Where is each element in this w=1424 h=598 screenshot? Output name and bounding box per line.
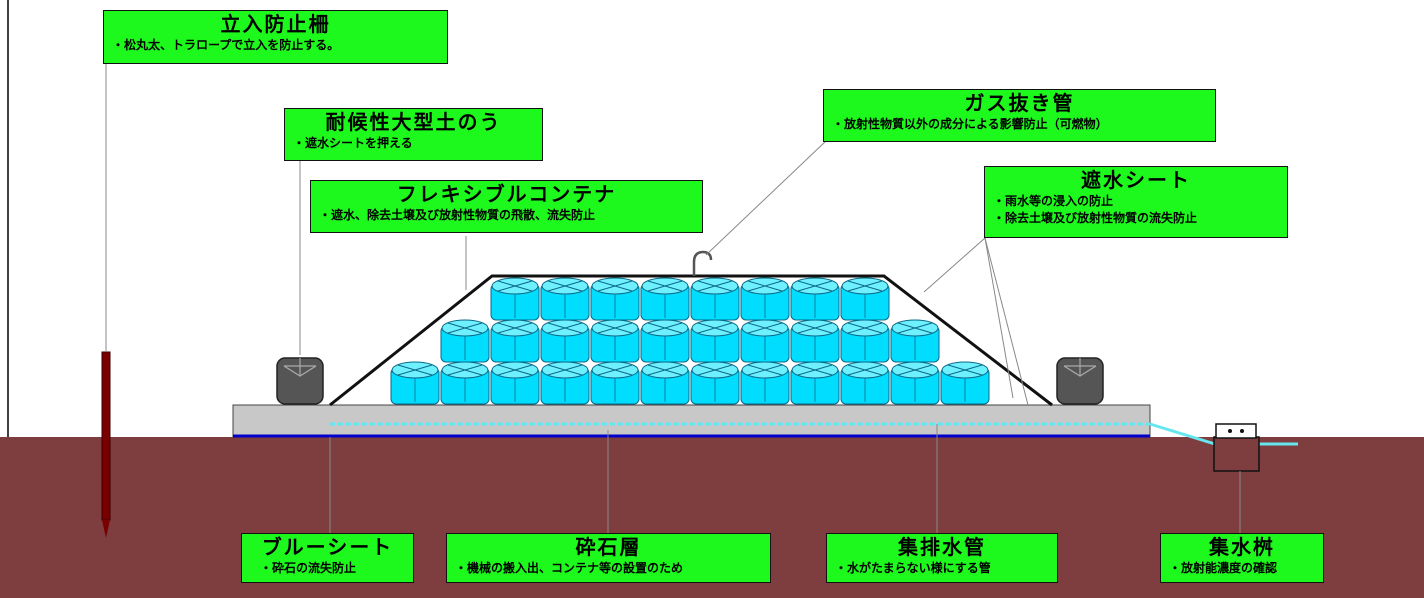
collection-basin-icon — [1213, 423, 1260, 472]
flexible-container-bag — [690, 319, 740, 363]
label-fence: 立入防止柵 ・松丸太、トラロープで立入を防止する。 — [103, 10, 448, 64]
label-desc: ・除去土壌及び放射性物質の流失防止 — [993, 211, 1198, 225]
flexible-container-bag — [540, 277, 590, 321]
label-gas-vent: ガス抜き管 ・放射性物質以外の成分による影響防止（可燃物） — [823, 89, 1216, 142]
flexible-container-stack — [390, 277, 990, 405]
label-flexible-container: フレキシブルコンテナ ・遮水、除去土壌及び放射性物質の飛散、流失防止 — [310, 180, 703, 233]
flexible-container-bag — [890, 361, 940, 405]
label-title: 立入防止柵 — [220, 12, 331, 36]
flexible-container-bag — [640, 319, 690, 363]
label-gravel-layer: 砕石層 ・機械の搬入出、コンテナ等の設置のため — [446, 533, 771, 583]
label-desc: ・遮水シートを押える — [293, 136, 413, 150]
flexible-container-bag — [590, 319, 640, 363]
flexible-container-bag — [940, 361, 990, 405]
flexible-container-bag — [690, 277, 740, 321]
flexible-container-bag — [590, 277, 640, 321]
label-desc: ・雨水等の浸入の防止 — [993, 194, 1114, 208]
label-title: 集排水管 — [898, 535, 986, 559]
label-desc: ・松丸太、トラロープで立入を防止する。 — [112, 38, 340, 52]
flexible-container-bag — [840, 319, 890, 363]
label-title: 遮水シート — [1081, 168, 1191, 192]
label-desc: ・放射性物質以外の成分による影響防止（可燃物） — [832, 117, 1108, 131]
flexible-container-bag — [740, 277, 790, 321]
label-desc: ・放射能濃度の確認 — [1169, 561, 1278, 575]
flexible-container-bag — [490, 277, 540, 321]
label-sandbag: 耐候性大型土のう ・遮水シートを押える — [284, 108, 543, 161]
flexible-container-bag — [640, 361, 690, 405]
flexible-container-bag — [490, 361, 540, 405]
label-title: 砕石層 — [575, 535, 642, 559]
flexible-container-bag — [890, 319, 940, 363]
leader-lines — [105, 64, 1241, 533]
stake-icon — [101, 351, 111, 538]
label-blue-sheet: ブルーシート ・砕石の流失防止 — [241, 533, 414, 583]
label-impermeable-sheet: 遮水シート ・雨水等の浸入の防止 ・除去土壌及び放射性物質の流失防止 — [984, 166, 1288, 238]
impermeable-sheet-outline — [329, 274, 1053, 407]
flexible-container-bag — [740, 361, 790, 405]
flexible-container-bag — [640, 277, 690, 321]
label-drain-pipe: 集排水管 ・水がたまらない様にする管 — [826, 533, 1058, 583]
label-desc: ・水がたまらない様にする管 — [835, 561, 991, 575]
flexible-container-bag — [790, 361, 840, 405]
label-title: 集水桝 — [1209, 535, 1275, 559]
label-title: 耐候性大型土のう — [325, 110, 502, 134]
label-title: ブルーシート — [261, 535, 394, 559]
gravel-layer — [232, 404, 1151, 438]
sandbag-icon — [1056, 357, 1104, 405]
label-title: ガス抜き管 — [964, 91, 1075, 115]
flexible-container-bag — [440, 361, 490, 405]
flexible-container-bag — [490, 319, 540, 363]
gas-vent-pipe-icon — [692, 250, 713, 276]
flexible-container-bag — [590, 361, 640, 405]
flexible-container-bag — [790, 319, 840, 363]
flexible-container-bag — [390, 361, 440, 405]
flexible-container-bag — [440, 319, 490, 363]
flexible-container-bag — [790, 277, 840, 321]
flexible-container-bag — [740, 319, 790, 363]
label-desc: ・遮水、除去土壌及び放射性物質の飛散、流失防止 — [319, 208, 596, 222]
flexible-container-bag — [840, 277, 890, 321]
label-desc: ・砕石の流失防止 — [260, 561, 357, 575]
label-title: フレキシブルコンテナ — [396, 182, 617, 206]
sandbag-icon — [276, 357, 324, 405]
label-desc: ・機械の搬入出、コンテナ等の設置のため — [455, 561, 684, 575]
flexible-container-bag — [540, 319, 590, 363]
flexible-container-bag — [840, 361, 890, 405]
label-collection-basin: 集水桝 ・放射能濃度の確認 — [1160, 533, 1324, 583]
flexible-container-bag — [690, 361, 740, 405]
flexible-container-bag — [540, 361, 590, 405]
